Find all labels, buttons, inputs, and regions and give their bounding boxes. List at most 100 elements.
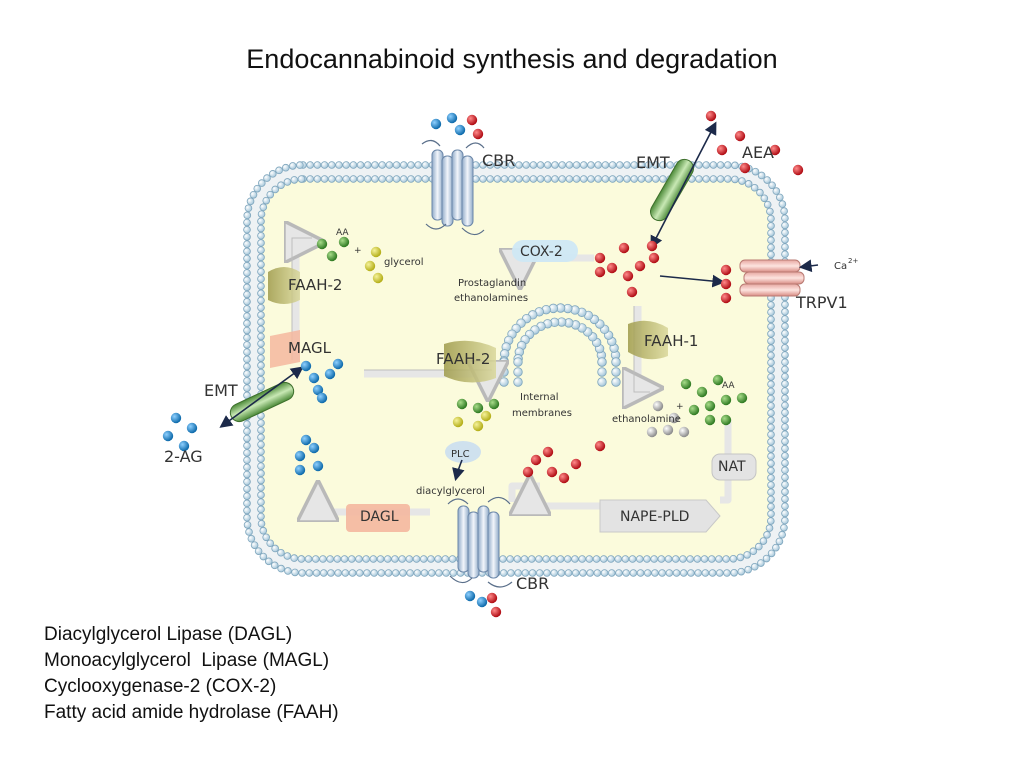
membrane-head-outer — [245, 528, 253, 536]
membrane-head-inner — [257, 260, 265, 269]
membrane-head-outer — [247, 534, 256, 543]
membrane-head-outer — [564, 569, 573, 577]
membrane-head-inner — [643, 555, 651, 563]
membrane-head-outer — [781, 236, 789, 244]
membrane-head-outer — [600, 569, 609, 577]
membrane-head-inner — [765, 524, 774, 532]
membrane-head-inner — [587, 175, 595, 183]
membrane-head-inner — [601, 175, 610, 183]
membrane-head-outer — [615, 161, 624, 169]
label-2ag: 2-AG — [164, 447, 203, 466]
membrane-head-outer — [781, 243, 789, 251]
membrane-head-outer — [781, 516, 789, 525]
membrane-head-outer — [781, 214, 789, 223]
membrane-head-outer — [780, 207, 788, 215]
cbr-receptor-top — [421, 139, 485, 236]
membrane-head-inner — [767, 510, 775, 518]
label-faah2-mid: FAAH-2 — [436, 350, 490, 368]
membrane-head-inner — [290, 176, 299, 184]
membrane-head-outer — [694, 569, 702, 577]
membrane-head-outer — [254, 547, 263, 555]
aa-dot — [720, 414, 732, 426]
membrane-head-inner — [356, 175, 365, 183]
aea-dot — [594, 266, 606, 278]
membrane-head-outer — [263, 174, 271, 182]
membrane-head-inner — [635, 555, 644, 563]
membrane-head-inner — [257, 325, 265, 334]
legend-item-faah: Fatty acid amide hydrolase (FAAH) — [44, 702, 339, 723]
membrane-head-inner — [767, 495, 775, 504]
membrane-head-inner — [585, 555, 594, 563]
two-ag-dot — [316, 392, 328, 404]
membrane-head-inner — [723, 175, 732, 183]
membrane-head-inner — [257, 491, 265, 499]
membrane-head-inner — [257, 433, 265, 442]
aa-dot — [688, 404, 700, 416]
membrane-head-inner — [644, 175, 653, 183]
membrane-head-inner — [257, 246, 265, 254]
membrane-head-outer — [243, 456, 251, 464]
membrane-head-inner — [257, 483, 265, 492]
membrane-head-inner — [743, 551, 751, 559]
membrane-head-outer — [781, 459, 789, 467]
membrane-head-outer — [665, 569, 674, 577]
membrane-head-outer — [243, 420, 251, 428]
membrane-head-inner — [378, 175, 387, 183]
membrane-head-outer — [768, 181, 776, 190]
membrane-head-inner — [767, 214, 775, 223]
membrane-head-inner — [362, 555, 370, 563]
two-ag-dot — [294, 464, 306, 476]
membrane-head-inner — [259, 203, 268, 212]
membrane-head-inner — [262, 196, 271, 205]
membrane-head-outer — [550, 569, 558, 577]
membrane-head-outer — [243, 211, 252, 220]
membrane-head-inner — [715, 555, 723, 563]
membrane-head-inner — [767, 474, 775, 482]
label-emt-top: EMT — [636, 153, 670, 172]
membrane-head-inner — [535, 555, 543, 563]
membrane-head-inner — [257, 476, 265, 485]
membrane-head-inner — [716, 175, 725, 183]
membrane-head-outer — [715, 569, 724, 577]
membrane-head-outer — [244, 204, 253, 213]
membrane-head-outer — [781, 452, 789, 460]
membrane-head-inner — [659, 175, 667, 183]
membrane-head-outer — [781, 358, 789, 367]
membrane-head-inner — [391, 555, 399, 563]
membrane-head-outer — [535, 569, 544, 577]
membrane-head-outer — [435, 569, 443, 577]
membrane-head-inner — [549, 555, 558, 563]
aa-dot — [456, 398, 468, 410]
membrane-head-outer — [750, 562, 759, 571]
membrane-head-outer — [781, 466, 789, 475]
membrane-head-outer — [781, 387, 789, 395]
membrane-head-outer — [288, 162, 297, 170]
membrane-head-outer — [730, 568, 738, 577]
cbr-receptor-bottom — [447, 496, 513, 588]
membrane-head-inner — [326, 555, 334, 563]
membrane-head-outer — [709, 161, 718, 169]
membrane-head-outer — [268, 170, 277, 178]
nat-blob — [711, 453, 757, 481]
membrane-head-inner — [257, 318, 265, 326]
membrane-head-inner — [257, 512, 265, 521]
label-glycerol: glycerol — [384, 257, 423, 268]
aa-dot — [680, 378, 692, 390]
membrane-head-inner — [500, 175, 509, 183]
membrane-head-outer — [243, 225, 251, 234]
aa-dot — [704, 400, 716, 412]
membrane-head-inner — [767, 488, 775, 497]
membrane-head-inner — [342, 175, 351, 183]
faah2-left-blob — [268, 267, 300, 304]
membrane-head-inner — [313, 175, 322, 183]
membrane-head-outer — [529, 161, 538, 169]
membrane-head-inner — [271, 544, 279, 553]
internal-membrane-head — [499, 357, 509, 367]
membrane-head-inner — [709, 175, 718, 183]
membrane-head-outer — [781, 380, 789, 388]
cox2-blob — [512, 240, 578, 262]
membrane-head-inner — [722, 555, 730, 563]
membrane-head-outer — [250, 541, 259, 549]
membrane-head-inner — [767, 517, 775, 525]
label-aa-right: AA — [722, 381, 735, 391]
